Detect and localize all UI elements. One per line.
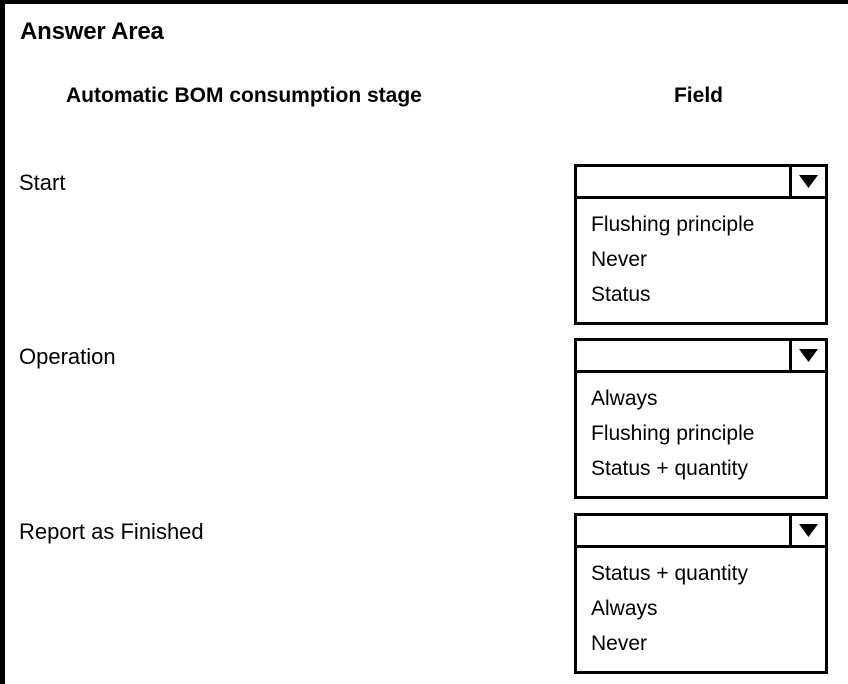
dropdown-report-as-finished-options: Status + quantity Always Never [574,548,828,674]
row-label-start: Start [19,170,66,195]
dropdown-operation-value [577,341,789,370]
dropdown-operation-options: Always Flushing principle Status + quant… [574,373,828,499]
dropdown-operation[interactable] [574,338,828,373]
column-header-stage: Automatic BOM consumption stage [66,84,422,107]
dropdown-start[interactable] [574,164,828,199]
dropdown-start-value [577,167,789,196]
dropdown-option[interactable]: Flushing principle [591,422,755,445]
row-label-operation: Operation [19,344,116,369]
dropdown-report-as-finished-value [577,516,789,545]
dropdown-option[interactable]: Flushing principle [591,213,755,236]
dropdown-start-options: Flushing principle Never Status [574,199,828,325]
dropdown-option[interactable]: Always [591,597,658,620]
row-label-report-as-finished: Report as Finished [19,519,204,544]
column-header-field: Field [673,84,723,107]
chevron-down-icon[interactable] [789,167,825,196]
dropdown-option[interactable]: Status [591,283,651,306]
dropdown-option[interactable]: Status + quantity [591,562,749,585]
dropdown-option[interactable]: Always [591,387,658,410]
chevron-down-icon[interactable] [789,516,825,545]
chevron-down-icon[interactable] [789,341,825,370]
dropdown-option[interactable]: Never [591,632,648,655]
dropdown-option[interactable]: Never [591,248,648,271]
dropdown-report-as-finished[interactable] [574,513,828,548]
page-title: Answer Area [20,18,164,45]
dropdown-option[interactable]: Status + quantity [591,457,749,480]
